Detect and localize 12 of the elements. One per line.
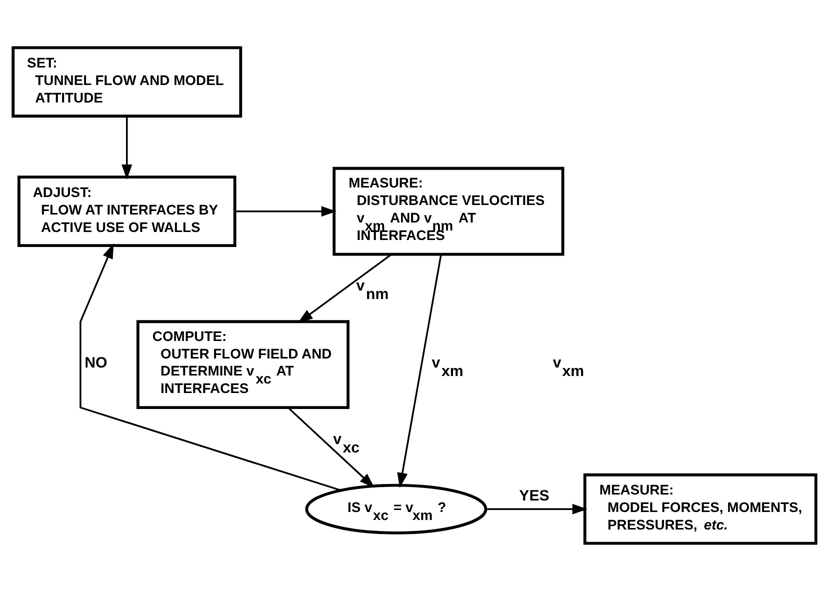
arrow: [122, 116, 132, 180]
arrow: [288, 406, 375, 488]
edge-label: YES: [519, 486, 550, 504]
arrow: [235, 206, 336, 216]
edge-label: NO: [84, 354, 108, 371]
node-box: ADJUST: FLOW AT INTERFACES BY ACTIVE USE OF WALLS: [17, 175, 236, 247]
arrow: [80, 242, 342, 491]
arrow: [397, 254, 442, 488]
arrow: [486, 503, 588, 514]
arrow: [298, 253, 392, 323]
node-box: MEASURE: MODEL FORCES, MOMENTS, PRESSURES, etc.: [583, 472, 818, 544]
node-box: SET: TUNNEL FLOW AND MODEL ATTITUDE: [12, 46, 242, 118]
